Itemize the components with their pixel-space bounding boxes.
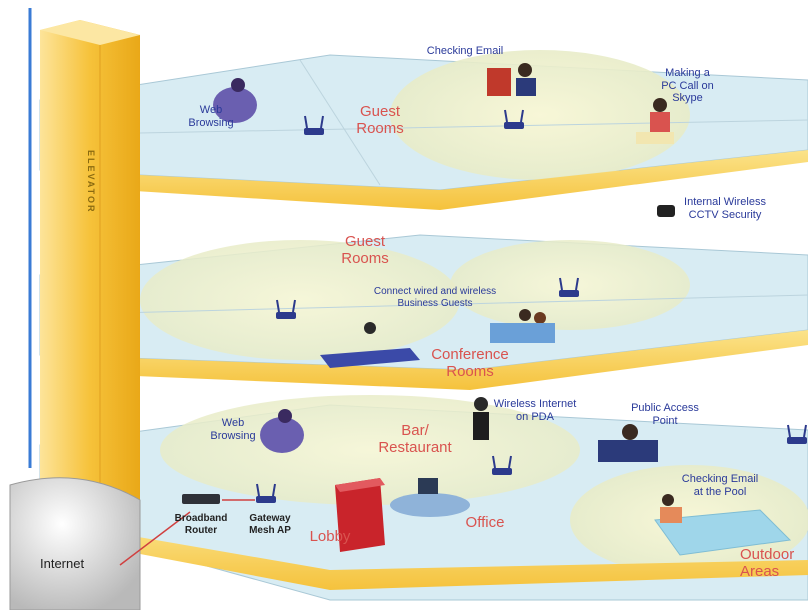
- elevator-label: ELEVATOR: [86, 150, 96, 214]
- office-desk: [390, 478, 470, 517]
- pool-email-label: Checking Email at the Pool: [681, 473, 759, 498]
- outdoor-areas-label: Outdoor Areas: [740, 546, 795, 581]
- access-point-icon: [559, 277, 579, 297]
- access-point-icon: [304, 115, 324, 135]
- elevator-shaft: [40, 20, 140, 560]
- skype-user-icon: [636, 98, 674, 144]
- checking-email-label: Checking Email: [426, 45, 504, 57]
- laptop-user-icon: [487, 63, 536, 96]
- public-access-label: Public Access Point: [631, 402, 699, 427]
- web-browsing-label-floor1: Web Browsing: [210, 417, 256, 442]
- guest-rooms-label-floor3: Guest Rooms: [356, 103, 404, 138]
- person-icon: [260, 409, 304, 453]
- lobby-label: Lobby: [309, 528, 351, 545]
- cctv-camera-icon: [657, 205, 675, 217]
- business-guests-label: Connect wired and wireless Business Gues…: [373, 286, 497, 309]
- lobby-desk: [335, 478, 385, 552]
- web-browsing-label: Web Browsing: [188, 104, 234, 129]
- office-label: Office: [465, 514, 505, 531]
- access-point-icon: [787, 424, 807, 444]
- broadband-router-device: [182, 494, 255, 504]
- public-access-user-icon: [598, 424, 658, 462]
- business-guest-icon: [320, 309, 555, 368]
- internet-label: Internet: [40, 556, 85, 571]
- access-point-icon: [256, 483, 276, 503]
- conference-rooms-label: Conference Rooms: [431, 346, 509, 381]
- people: [213, 63, 682, 523]
- broadband-router-label: Broadband Router: [174, 513, 228, 536]
- internet-cloud: [9, 477, 191, 611]
- access-point-icon: [504, 109, 524, 129]
- floor-2: [39, 234, 808, 390]
- access-point-icon: [492, 455, 512, 475]
- pool-user-icon: [660, 494, 682, 523]
- cctv-label: Internal Wireless CCTV Security: [684, 196, 766, 221]
- skype-label: Making a PC Call on Skype: [661, 67, 714, 105]
- gateway-mesh-ap-label: Gateway Mesh AP: [249, 513, 291, 536]
- bar-restaurant-label: Bar/ Restaurant: [378, 422, 452, 457]
- person-icon: [213, 78, 257, 123]
- pda-user-icon: [473, 397, 489, 440]
- pda-label: Wireless Internet on PDA: [493, 398, 577, 423]
- access-points: [256, 109, 807, 503]
- guest-rooms-label-floor2: Guest Rooms: [341, 233, 389, 268]
- access-point-icon: [276, 299, 296, 319]
